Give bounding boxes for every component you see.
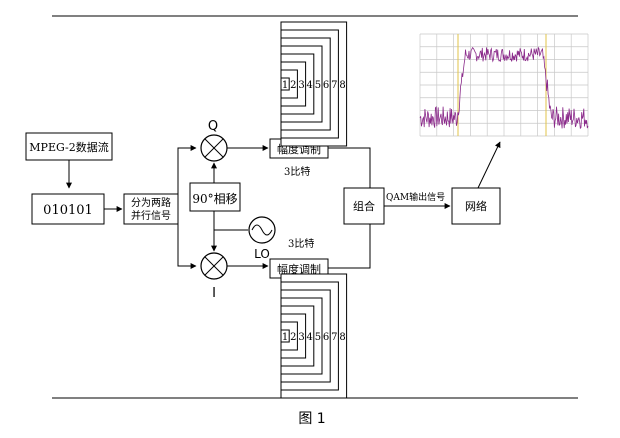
stack-level-number: 8 — [339, 80, 345, 91]
lo-oscillator — [248, 216, 276, 244]
stack-level-number: 1 — [282, 80, 288, 91]
i-label: I — [212, 286, 216, 301]
stack-level-number: 1 — [282, 332, 288, 343]
binary-label: 010101 — [43, 203, 93, 218]
spectrum-trace — [419, 46, 589, 130]
network-block: 网络 — [451, 187, 501, 225]
mpeg-label: MPEG-2数据流 — [29, 140, 108, 154]
q-label: Q — [208, 119, 218, 134]
combine-block: 组合 — [343, 187, 385, 225]
binary-block: 010101 — [31, 193, 105, 225]
stack-level-box — [280, 329, 290, 343]
stack-level-number: 2 — [290, 332, 296, 343]
stack-level-number: 7 — [331, 332, 337, 343]
stack-level-number: 3 — [298, 332, 304, 343]
phase-shift-label: 90°相移 — [192, 192, 237, 206]
split-label-2: 并行信号 — [131, 209, 171, 222]
combine-label: 组合 — [353, 199, 375, 213]
bits-top: 3比特 — [284, 166, 310, 178]
network-label: 网络 — [465, 199, 487, 213]
stack-level-number: 8 — [339, 332, 345, 343]
stack-level-number: 6 — [323, 332, 329, 343]
mpeg-block: MPEG-2数据流 — [25, 132, 113, 161]
figure-caption: 图 1 — [298, 411, 325, 427]
phase-shift-block: 90°相移 — [189, 182, 241, 212]
stack-level-number: 6 — [323, 80, 329, 91]
spectrum-plot — [419, 33, 589, 137]
spectrum-grid — [419, 33, 589, 137]
stack-level-number: 3 — [298, 80, 304, 91]
stack-level-number: 4 — [307, 80, 313, 91]
lo-label: LO — [254, 247, 270, 261]
split-label-1: 分为两路 — [131, 196, 171, 209]
stack-level-box — [280, 77, 290, 91]
stack-level-number: 5 — [315, 332, 321, 343]
stack-level-number: 4 — [307, 332, 313, 343]
bits-bottom: 3比特 — [288, 238, 314, 250]
qam-output-label: QAM输出信号 — [386, 191, 445, 203]
stack-level-number: 7 — [331, 80, 337, 91]
stack-level-number: 2 — [290, 80, 296, 91]
i-mixer — [200, 252, 228, 280]
q-mixer — [200, 134, 228, 162]
stack-level-number: 5 — [315, 80, 321, 91]
split-block: 分为两路 并行信号 — [123, 193, 179, 225]
amp-mod-bottom-label: 幅度调制 — [277, 262, 321, 276]
